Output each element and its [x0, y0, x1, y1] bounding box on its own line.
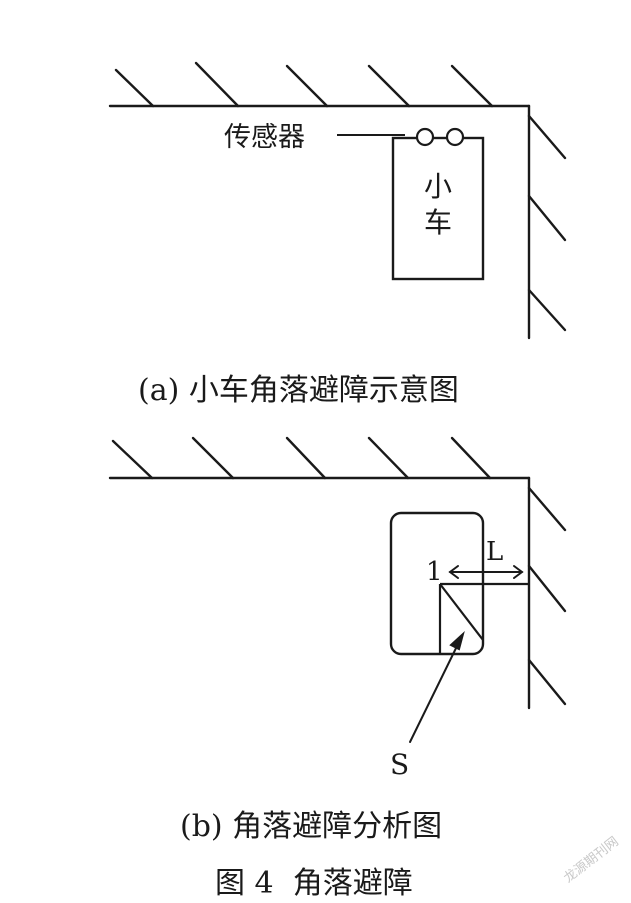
area-label: S	[390, 748, 409, 781]
right-wall-a	[527, 104, 567, 340]
figure-caption: 图 4 角落避障	[215, 866, 413, 901]
diagram-b: 1 L S (b) 角落避障分析图	[108, 436, 567, 844]
top-wall-a	[108, 61, 531, 108]
car-body-a	[391, 136, 485, 281]
car-label-line2: 车	[424, 206, 452, 239]
sensor-right-icon	[445, 127, 465, 147]
area-pointer-arrow	[409, 630, 465, 743]
arrowhead-right-icon	[513, 565, 524, 579]
pointer-arrowhead-icon	[449, 630, 465, 651]
arrowhead-left-icon	[448, 565, 459, 579]
distance-arrow	[448, 565, 524, 579]
distance-label: L	[486, 537, 503, 567]
car-label-line1: 小	[424, 170, 452, 203]
right-wall-b	[527, 476, 567, 710]
sensor-left-icon	[415, 127, 435, 147]
top-wall-b	[108, 436, 531, 480]
watermark: 龙源期刊网	[561, 834, 621, 886]
sensor-label: 传感器	[224, 122, 305, 153]
sensor-pair	[415, 127, 465, 147]
swept-area-triangle	[438, 582, 529, 654]
caption-a: (a) 小车角落避障示意图	[138, 373, 459, 408]
caption-b: (b) 角落避障分析图	[180, 809, 442, 844]
point-label: 1	[426, 557, 443, 587]
diagram-a: 传感器 小 车 (a) 小车角落避障示意图	[108, 61, 567, 408]
